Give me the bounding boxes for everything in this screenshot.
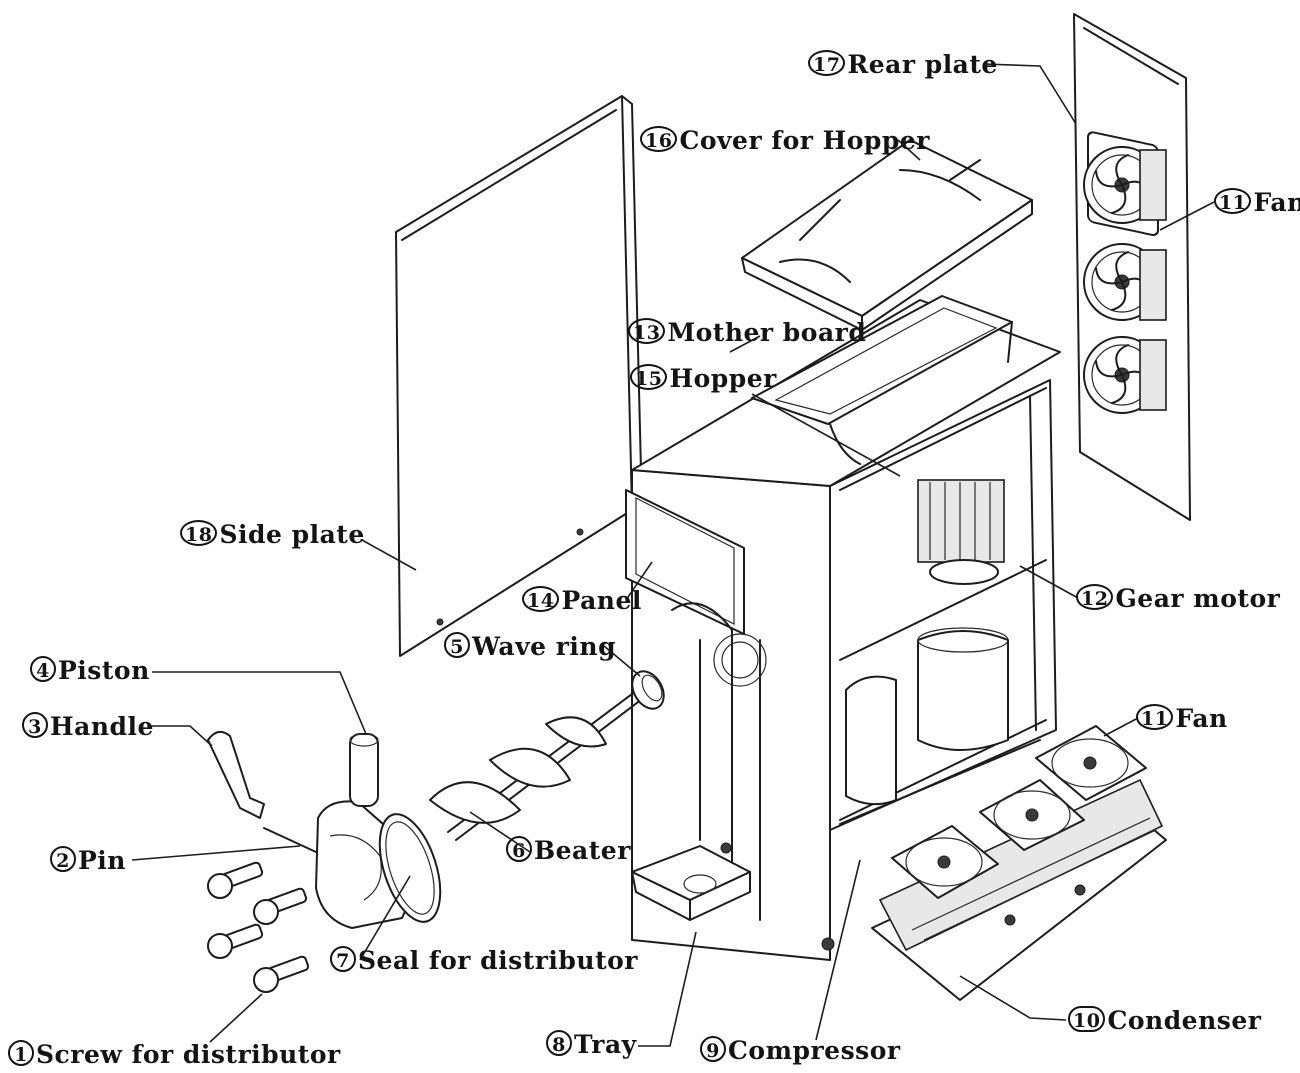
part-number: 14 <box>522 586 560 612</box>
part-number: 10 <box>1068 1006 1106 1032</box>
part-number: 13 <box>628 318 666 344</box>
part-number: 8 <box>546 1030 572 1056</box>
part-number: 2 <box>50 846 76 872</box>
part-name: Mother board <box>667 318 867 347</box>
part-number: 4 <box>30 656 56 682</box>
part-number: 3 <box>22 712 48 738</box>
part-name: Piston <box>58 656 150 685</box>
part-name: Wave ring <box>472 632 617 661</box>
part-name: Hopper <box>669 364 777 393</box>
side-plate-drawing <box>395 95 643 657</box>
part-name: Cover for Hopper <box>679 126 930 155</box>
part-number: 15 <box>630 364 668 390</box>
part-name: Condenser <box>1107 1006 1262 1035</box>
part-number: 12 <box>1076 584 1114 610</box>
part-name: Pin <box>78 846 126 875</box>
condenser-fan-assembly-drawing <box>871 725 1167 1001</box>
distributor-drawing <box>207 730 442 993</box>
part-number: 18 <box>180 520 218 546</box>
part-name: Panel <box>561 586 642 615</box>
part-number: 9 <box>700 1036 726 1062</box>
part-name: Fan <box>1175 704 1228 733</box>
machine-cabinet-drawing <box>625 295 1061 961</box>
part-name: Compressor <box>728 1036 901 1065</box>
part-name: Handle <box>50 712 154 741</box>
part-name: Seal for distributor <box>358 946 638 975</box>
part-number: 6 <box>506 836 532 862</box>
hopper-cover-drawing <box>741 139 1033 331</box>
part-name: Screw for distributor <box>36 1040 341 1069</box>
part-name: Beater <box>534 836 631 865</box>
part-name: Tray <box>574 1030 637 1059</box>
part-number: 1 <box>8 1040 34 1066</box>
part-name: Fan <box>1253 188 1300 217</box>
beater-drawing <box>429 670 665 841</box>
leader-lines <box>131 63 1215 1047</box>
part-number: 7 <box>330 946 356 972</box>
part-number: 5 <box>444 632 470 658</box>
part-number: 11 <box>1136 704 1174 730</box>
part-number: 16 <box>640 126 678 152</box>
part-number: 11 <box>1214 188 1252 214</box>
part-number: 17 <box>808 50 846 76</box>
part-name: Side plate <box>219 520 365 549</box>
part-name: Rear plate <box>847 50 998 79</box>
part-name: Gear motor <box>1115 584 1281 613</box>
rear-plate-drawing <box>1073 13 1191 521</box>
